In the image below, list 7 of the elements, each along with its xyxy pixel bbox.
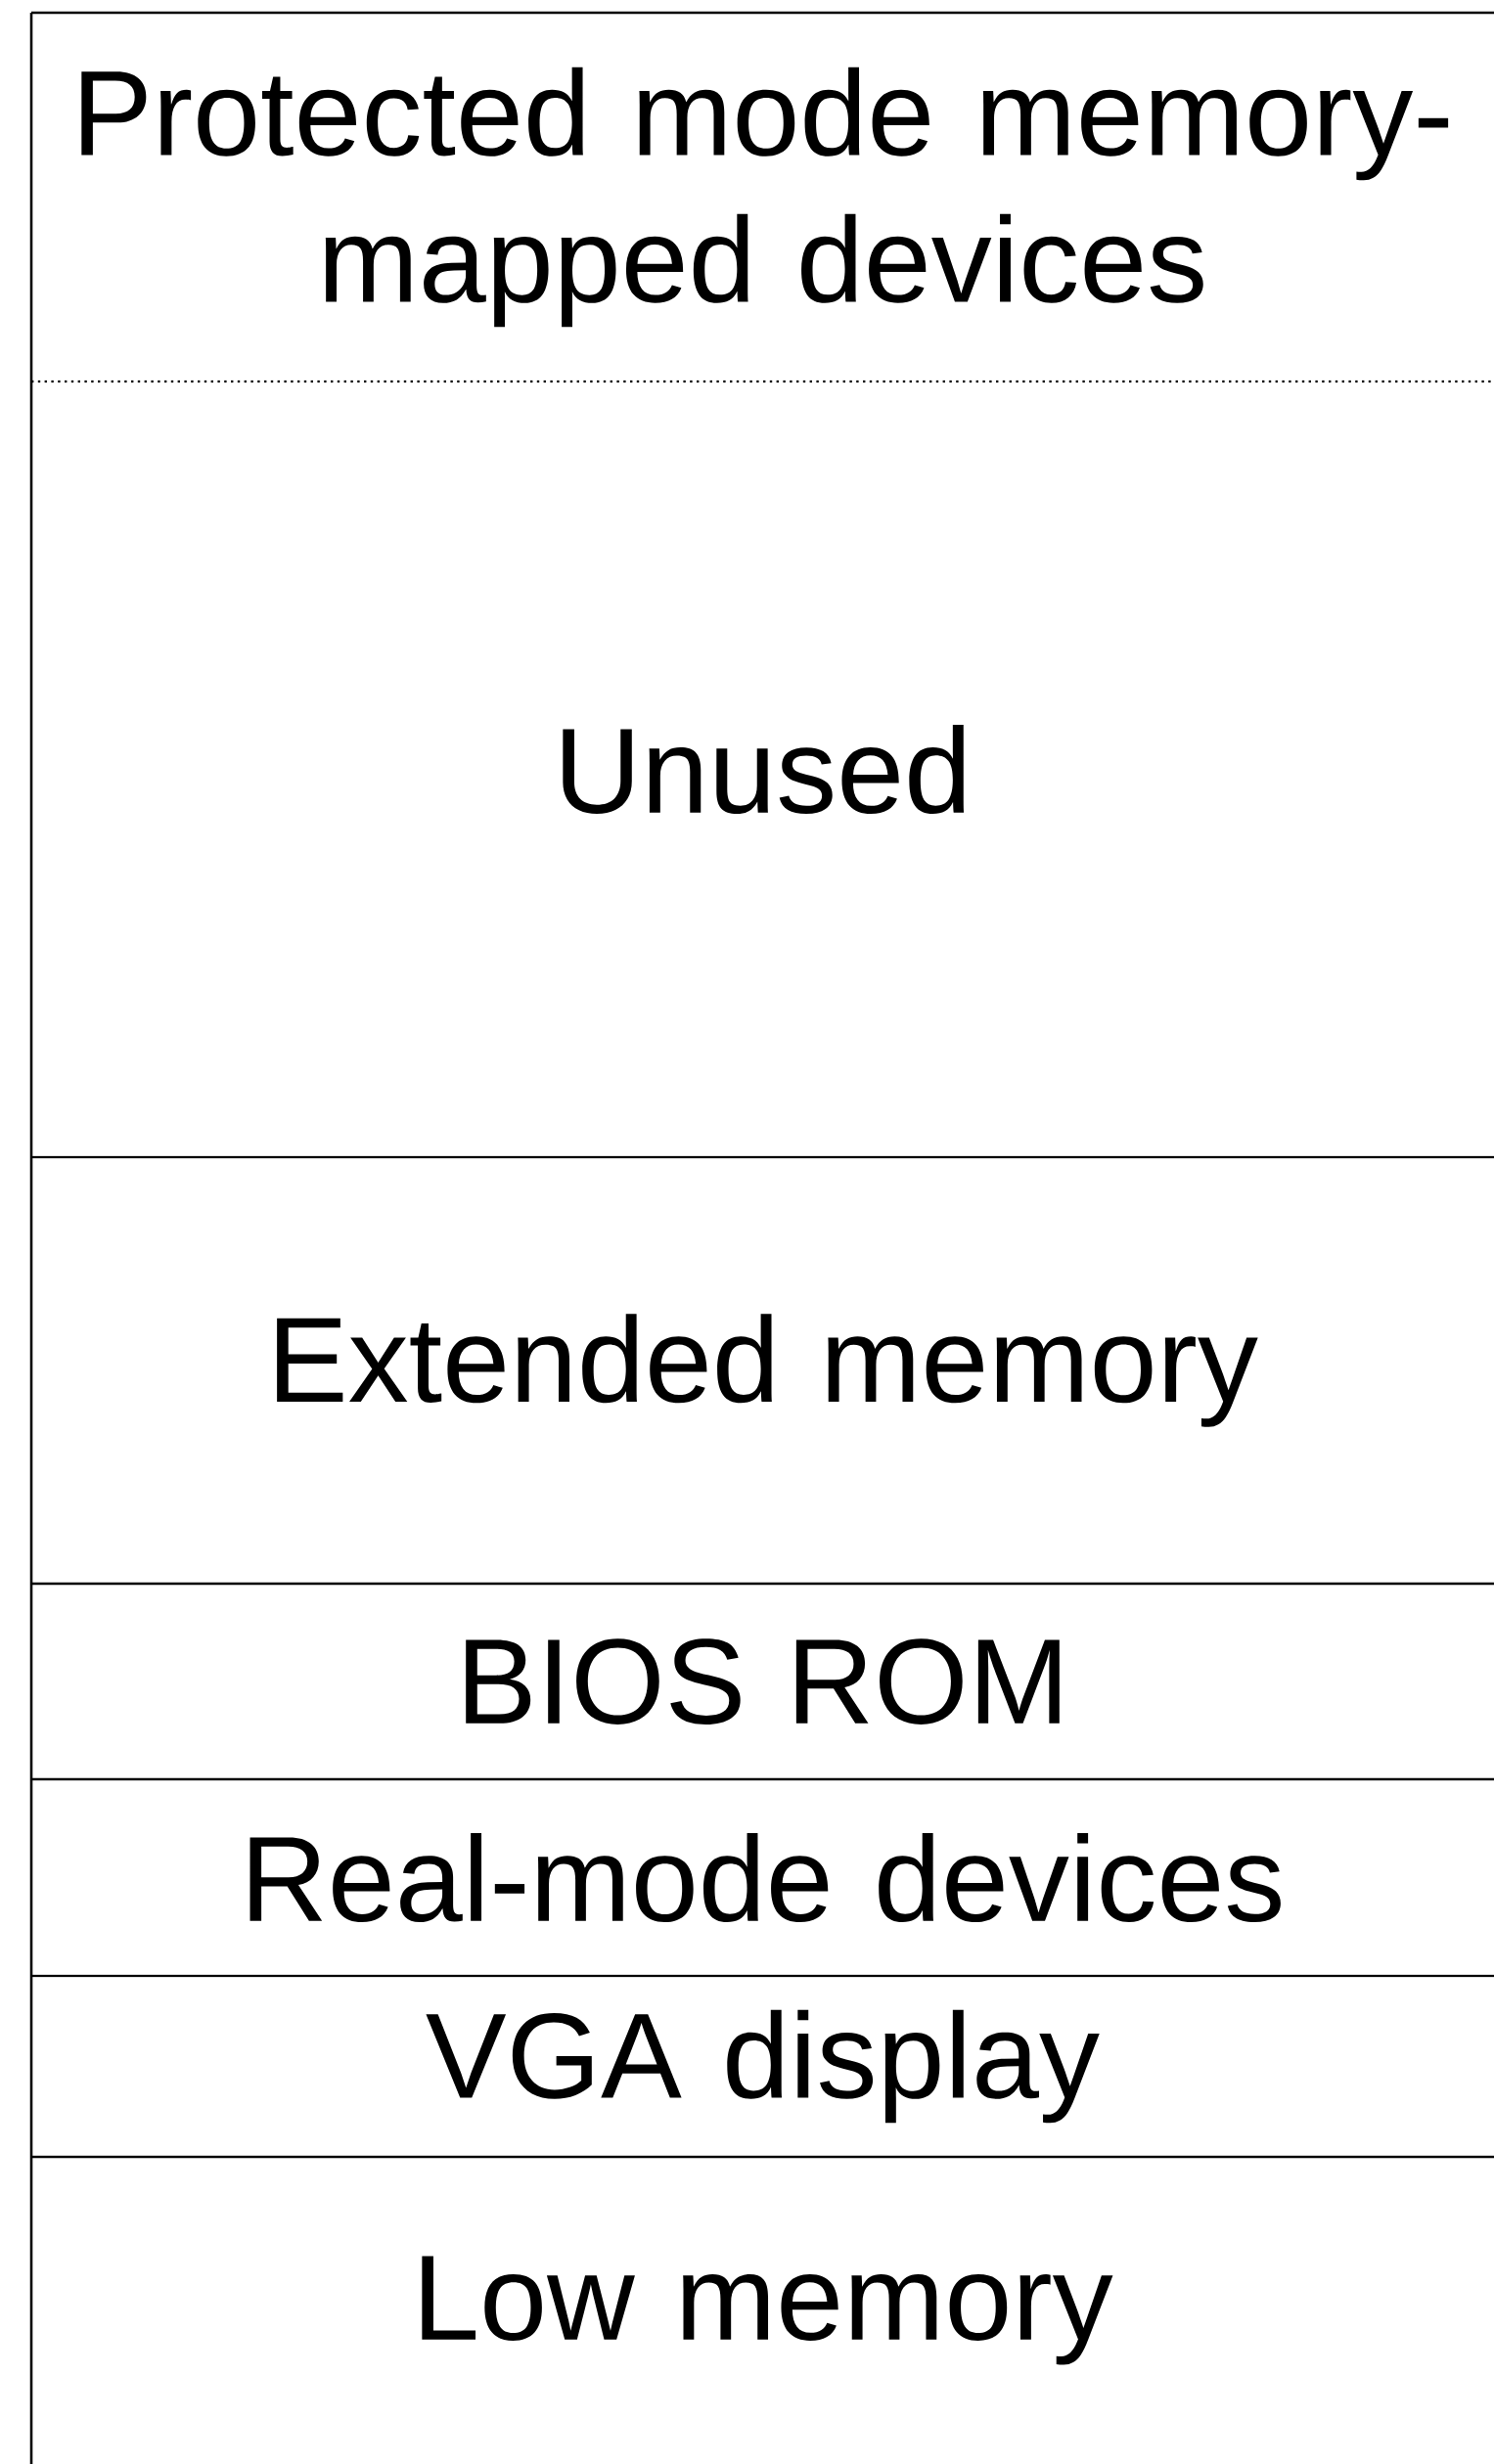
memory-region: Unused xyxy=(563,725,965,815)
memory-region: Protected mode memory-mapped devices xyxy=(81,67,1449,328)
memory-region: Low memory xyxy=(422,2256,1113,2365)
memory-region: VGA display xyxy=(426,2009,1100,2124)
memory-region: Real-mode devices xyxy=(249,1833,1281,1923)
memory-region: BIOS ROM xyxy=(466,1638,1060,1725)
memory-region: Extended memory xyxy=(277,1314,1258,1427)
